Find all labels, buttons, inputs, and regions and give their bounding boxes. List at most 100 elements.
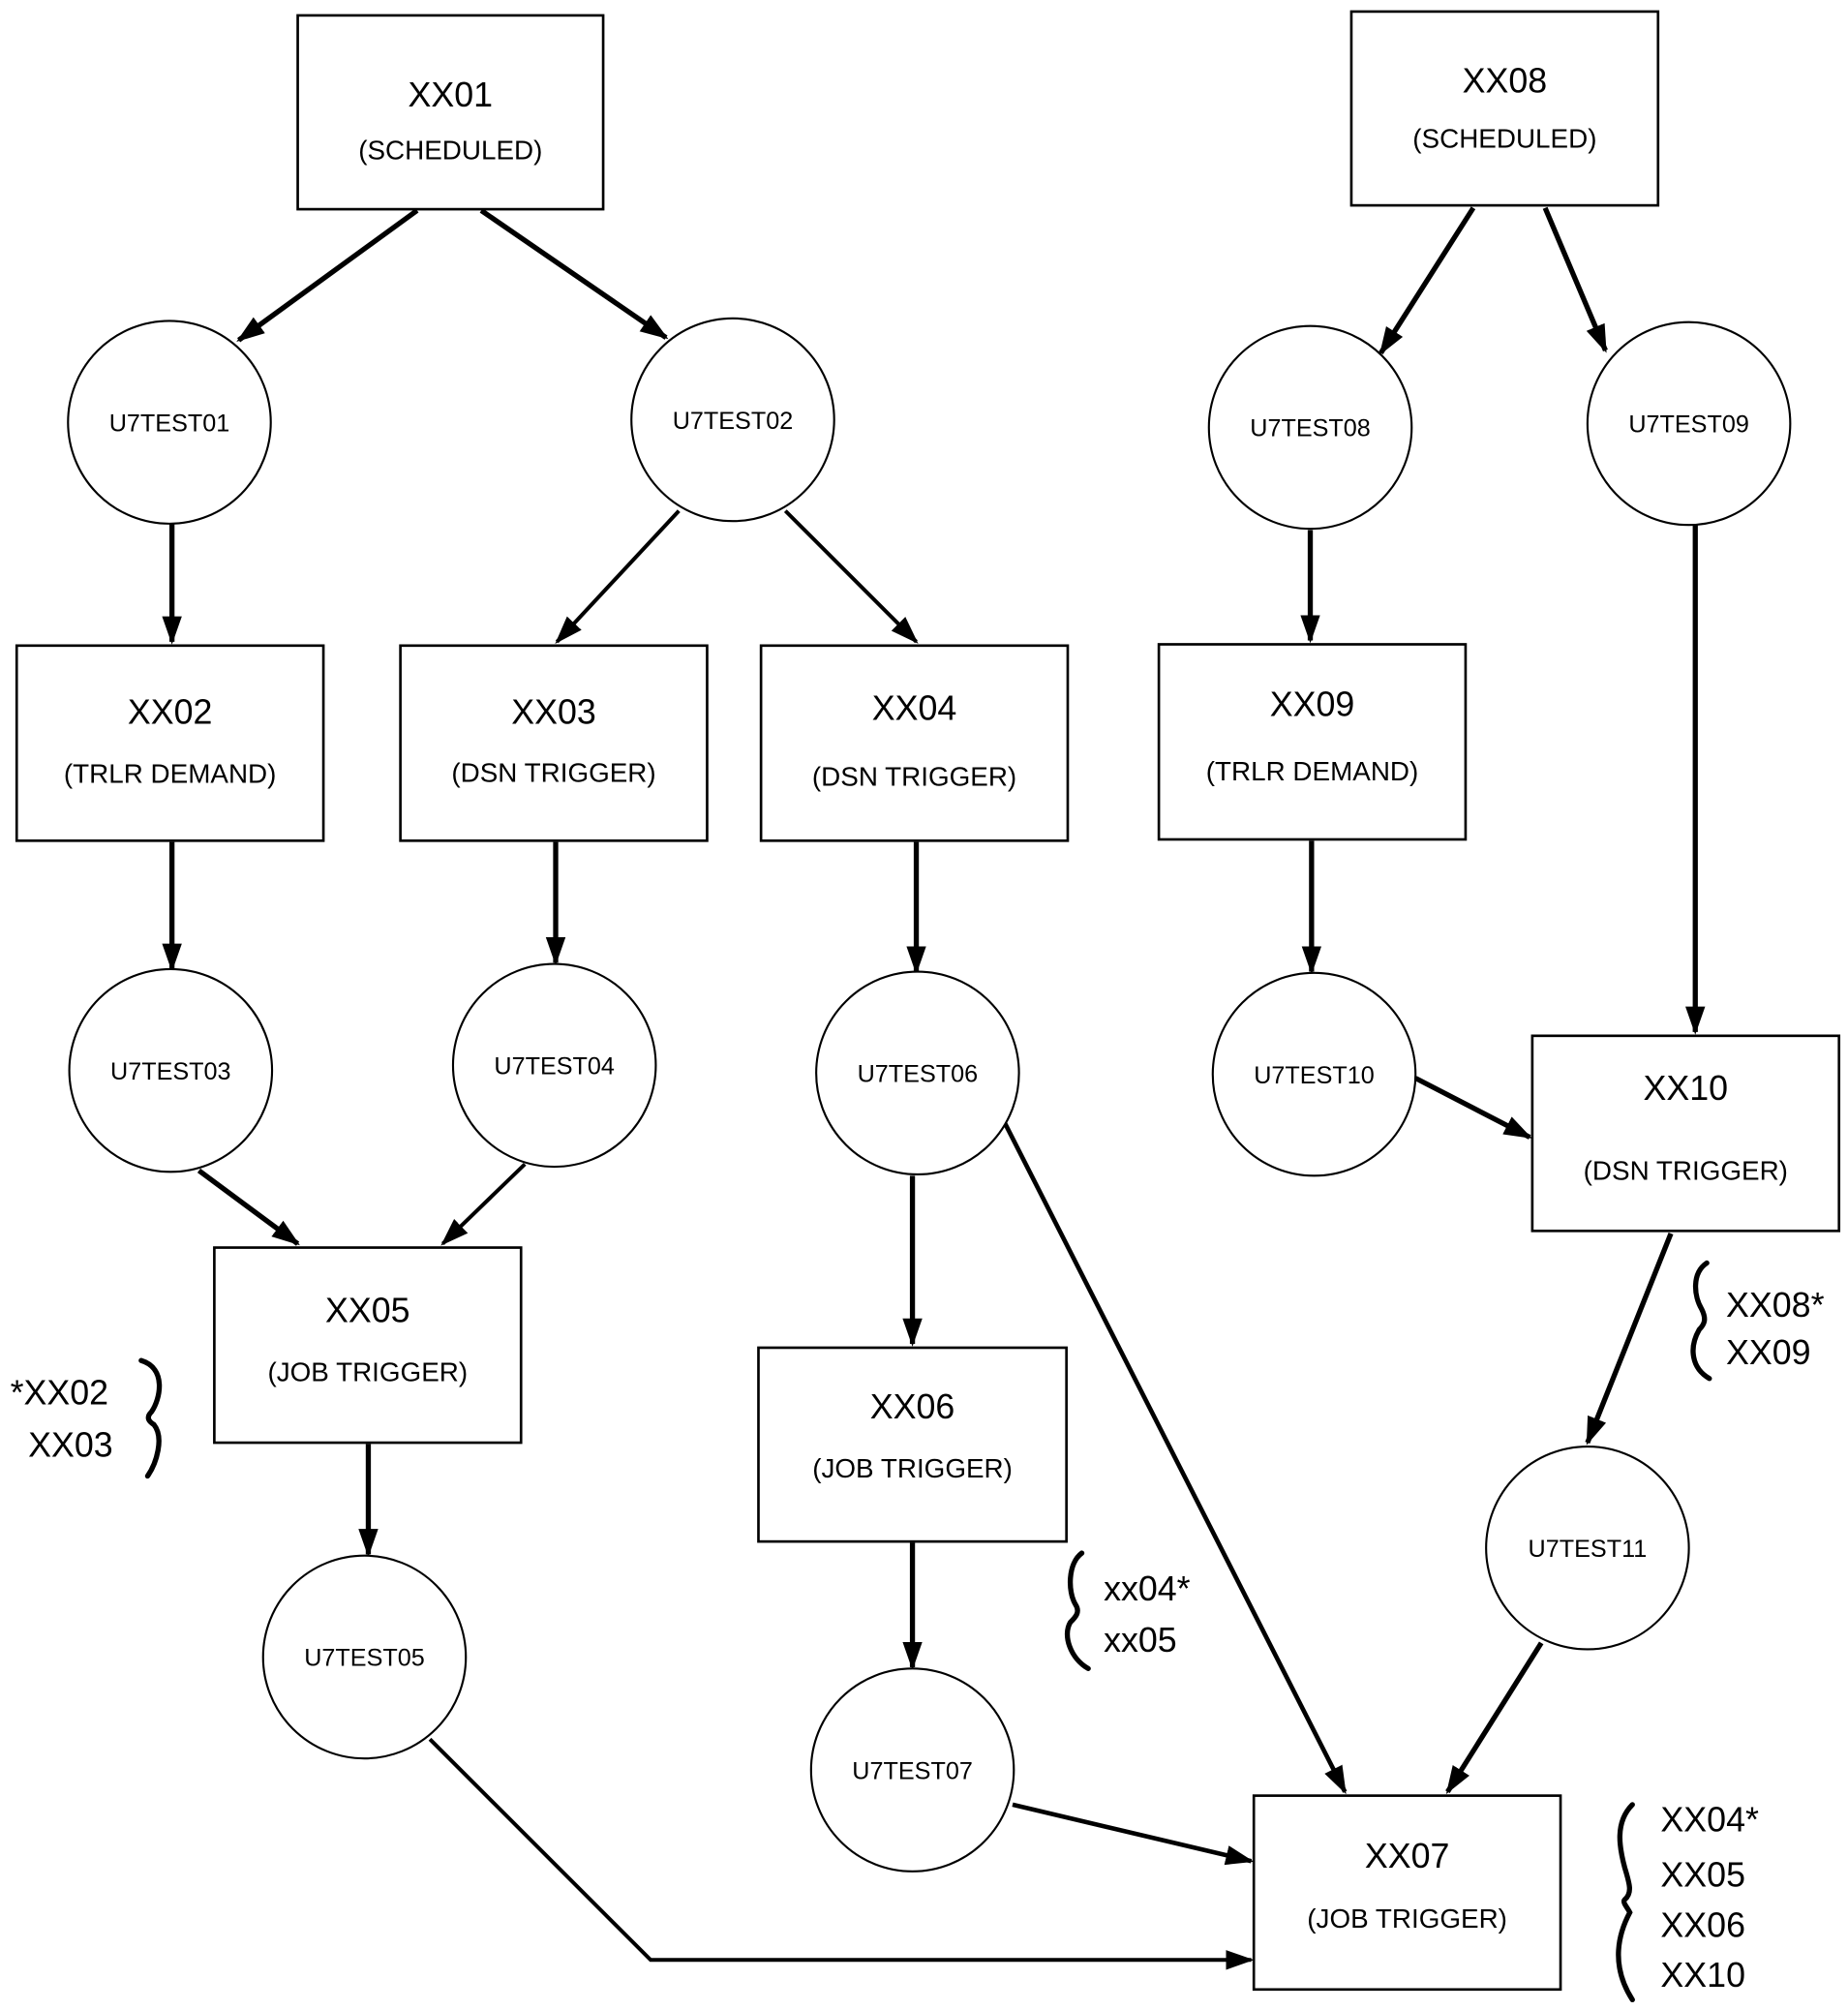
job-name: XX01 [409,76,494,114]
edge-u7test10-to-xx10 [1414,1076,1532,1140]
edge-u7test11-to-xx07 [1445,1641,1544,1795]
job-node-xx08[interactable]: XX08 (SCHEDULED) [1349,10,1660,207]
dataset-node-u7test11[interactable]: U7TEST11 [1485,1445,1690,1651]
dataset-name: U7TEST05 [304,1645,425,1672]
dataset-circle [1207,324,1413,531]
job-trigger-type: (DSN TRIGGER) [1584,1155,1788,1185]
job-node-xx04[interactable]: XX04 (DSN TRIGGER) [759,644,1070,842]
job-trigger-type: (JOB TRIGGER) [267,1356,468,1386]
job-trigger-type: (SCHEDULED) [1412,123,1596,153]
dataset-name: U7TEST04 [494,1053,615,1081]
dependency-job: XX09 [1726,1333,1811,1372]
dependency-job: xx04* [1104,1569,1191,1608]
job-node-xx01[interactable]: XX01 (SCHEDULED) [296,14,605,211]
dataset-circle [451,962,657,1169]
job-box [1530,1034,1841,1233]
job-node-xx05[interactable]: XX05 (JOB TRIGGER) [213,1246,523,1445]
job-node-xx10[interactable]: XX10 (DSN TRIGGER) [1530,1034,1841,1233]
job-trigger-type: (TRLR DEMAND) [1206,756,1419,786]
dataset-name: U7TEST02 [673,408,794,435]
job-name: XX09 [1270,685,1355,724]
edge-u7test02-to-xx04 [783,509,919,644]
brace-icon [1064,1550,1091,1672]
job-trigger-type: (DSN TRIGGER) [812,761,1016,791]
job-trigger-type: (JOB TRIGGER) [812,1453,1013,1483]
job-trigger-type: (TRLR DEMAND) [64,759,277,789]
job-name: XX07 [1365,1837,1450,1875]
dependency-job: XX03 [28,1426,113,1465]
dependency-job: XX05 [1660,1856,1745,1895]
edge-u7test02-to-xx03 [555,509,681,644]
job-name: XX04 [872,689,957,728]
dataset-node-u7test02[interactable]: U7TEST02 [630,317,835,523]
job-box [399,644,709,842]
dependency-job: xx05 [1104,1621,1177,1660]
job-box [757,1346,1068,1543]
dependency-job: *XX02 [11,1373,108,1412]
job-name: XX10 [1644,1069,1729,1108]
dataset-node-u7test01[interactable]: U7TEST01 [67,320,272,525]
job-name: XX03 [511,693,596,732]
dataset-name: U7TEST03 [110,1058,231,1085]
edge-xx08-to-u7test08 [1378,206,1476,356]
dataset-circle [1211,971,1417,1177]
dataset-name: U7TEST11 [1529,1536,1648,1563]
dataset-node-u7test08[interactable]: U7TEST08 [1207,324,1413,531]
dependency-job: XX04* [1660,1801,1759,1840]
dataset-circle [630,317,835,523]
job-node-xx03[interactable]: XX03 (DSN TRIGGER) [399,644,709,842]
dependency-note-xx06: xx04* xx05 [1064,1550,1191,1672]
job-node-xx06[interactable]: XX06 (JOB TRIGGER) [757,1346,1068,1543]
dataset-name: U7TEST09 [1628,411,1749,439]
job-node-xx07[interactable]: XX07 (JOB TRIGGER) [1252,1794,1562,1992]
dependency-job: XX08* [1726,1286,1825,1325]
edge-u7test05-to-xx07 [428,1737,1255,1970]
dataset-node-u7test04[interactable]: U7TEST04 [451,962,657,1169]
job-name: XX06 [870,1387,955,1426]
job-box [213,1246,523,1445]
dataset-node-u7test10[interactable]: U7TEST10 [1211,971,1417,1177]
dataset-node-u7test07[interactable]: U7TEST07 [809,1667,1015,1873]
job-name: XX08 [1463,61,1548,100]
edge-xx01-to-u7test02 [479,208,669,340]
dataset-name: U7TEST06 [858,1061,979,1088]
dataset-circle [1586,320,1792,527]
dataset-node-u7test06[interactable]: U7TEST06 [815,970,1020,1176]
dataset-circle [815,970,1020,1176]
edge-u7test03-to-xx05 [197,1168,300,1246]
dataset-name: U7TEST07 [852,1757,973,1784]
job-name: XX05 [325,1291,410,1329]
brace-icon [1690,1260,1712,1382]
dataset-circle [68,967,274,1173]
dataset-circle [261,1554,468,1760]
edge-u7test06-to-xx07 [1002,1121,1348,1795]
job-trigger-type: (DSN TRIGGER) [451,757,655,787]
dataset-name: U7TEST08 [1250,415,1371,442]
job-box [1252,1794,1562,1992]
job-box [759,644,1070,842]
job-node-xx09[interactable]: XX09 (TRLR DEMAND) [1157,643,1468,841]
job-trigger-type: (SCHEDULED) [358,135,542,165]
job-box [1157,643,1468,841]
notes-layer: *XX02XX03xx04*xx05XX08*XX09XX04*XX05XX06… [11,1260,1825,2003]
dataset-circle [1485,1445,1690,1651]
nodes-layer: XX01 (SCHEDULED) XX02 (TRLR DEMAND) XX03 (DSN… [15,10,1841,1992]
dependency-job: XX06 [1660,1905,1745,1944]
job-name: XX02 [128,693,213,732]
brace-icon [1616,1802,1635,2003]
edge-u7test04-to-xx05 [440,1162,527,1246]
job-node-xx02[interactable]: XX02 (TRLR DEMAND) [15,644,325,842]
dataset-node-u7test03[interactable]: U7TEST03 [68,967,274,1173]
dataset-name: U7TEST10 [1254,1062,1375,1089]
job-trigger-type: (JOB TRIGGER) [1307,1903,1507,1934]
edge-xx08-to-u7test09 [1542,206,1608,353]
edge-u7test07-to-xx07 [1012,1802,1255,1866]
dataset-node-u7test09[interactable]: U7TEST09 [1586,320,1792,527]
dependency-job: XX10 [1660,1956,1745,1995]
edge-xx01-to-u7test01 [236,208,419,343]
dataset-node-u7test05[interactable]: U7TEST05 [261,1554,468,1760]
job-box [15,644,325,842]
dataset-name: U7TEST01 [109,410,230,437]
